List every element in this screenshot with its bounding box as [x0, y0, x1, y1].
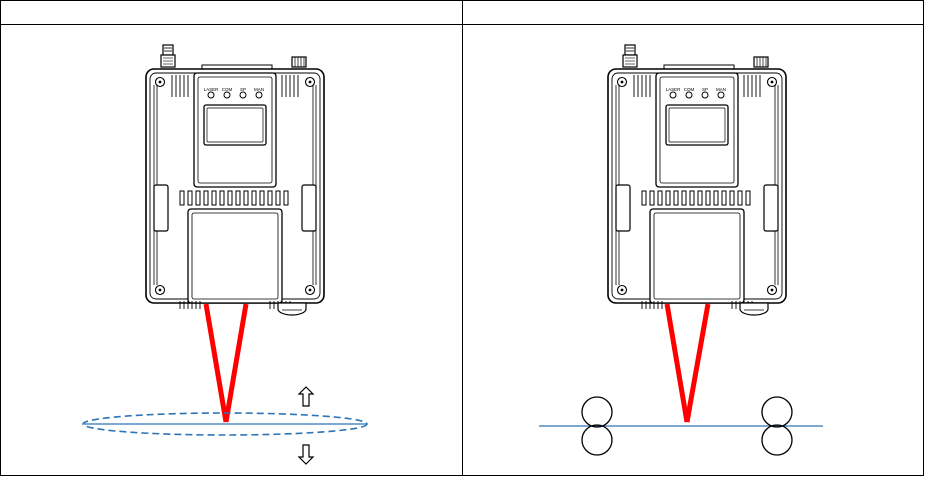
arrow-up-icon [299, 387, 313, 406]
laser-sensor-device-left [146, 45, 324, 315]
laser-beam-receive [687, 304, 708, 422]
laser-sensor-device-right [608, 45, 786, 315]
led-label-com: COM [222, 87, 233, 92]
laser-beam-left [206, 304, 246, 422]
laser-beam-emit [667, 304, 687, 422]
laser-beam-receive [226, 304, 246, 422]
led-label-com: COM [684, 87, 695, 92]
roller-bottom-right [762, 425, 792, 455]
roller-top-left [582, 397, 612, 427]
scene-vibrating-surface: LASER COM SP MAN [83, 45, 367, 464]
laser-beam-emit [206, 304, 226, 422]
led-label-man: MAN [254, 87, 264, 92]
roller-top-right [762, 397, 792, 427]
roller-bottom-left [582, 425, 612, 455]
arrow-down-icon [299, 445, 313, 464]
led-label-sp: SP [240, 87, 246, 92]
led-label-laser: LASER [666, 87, 682, 92]
led-label-laser: LASER [204, 87, 220, 92]
led-label-sp: SP [702, 87, 708, 92]
led-label-man: MAN [716, 87, 726, 92]
laser-beam-right [667, 304, 708, 422]
scene-roller-web: LASER COM SP MAN [539, 45, 823, 455]
